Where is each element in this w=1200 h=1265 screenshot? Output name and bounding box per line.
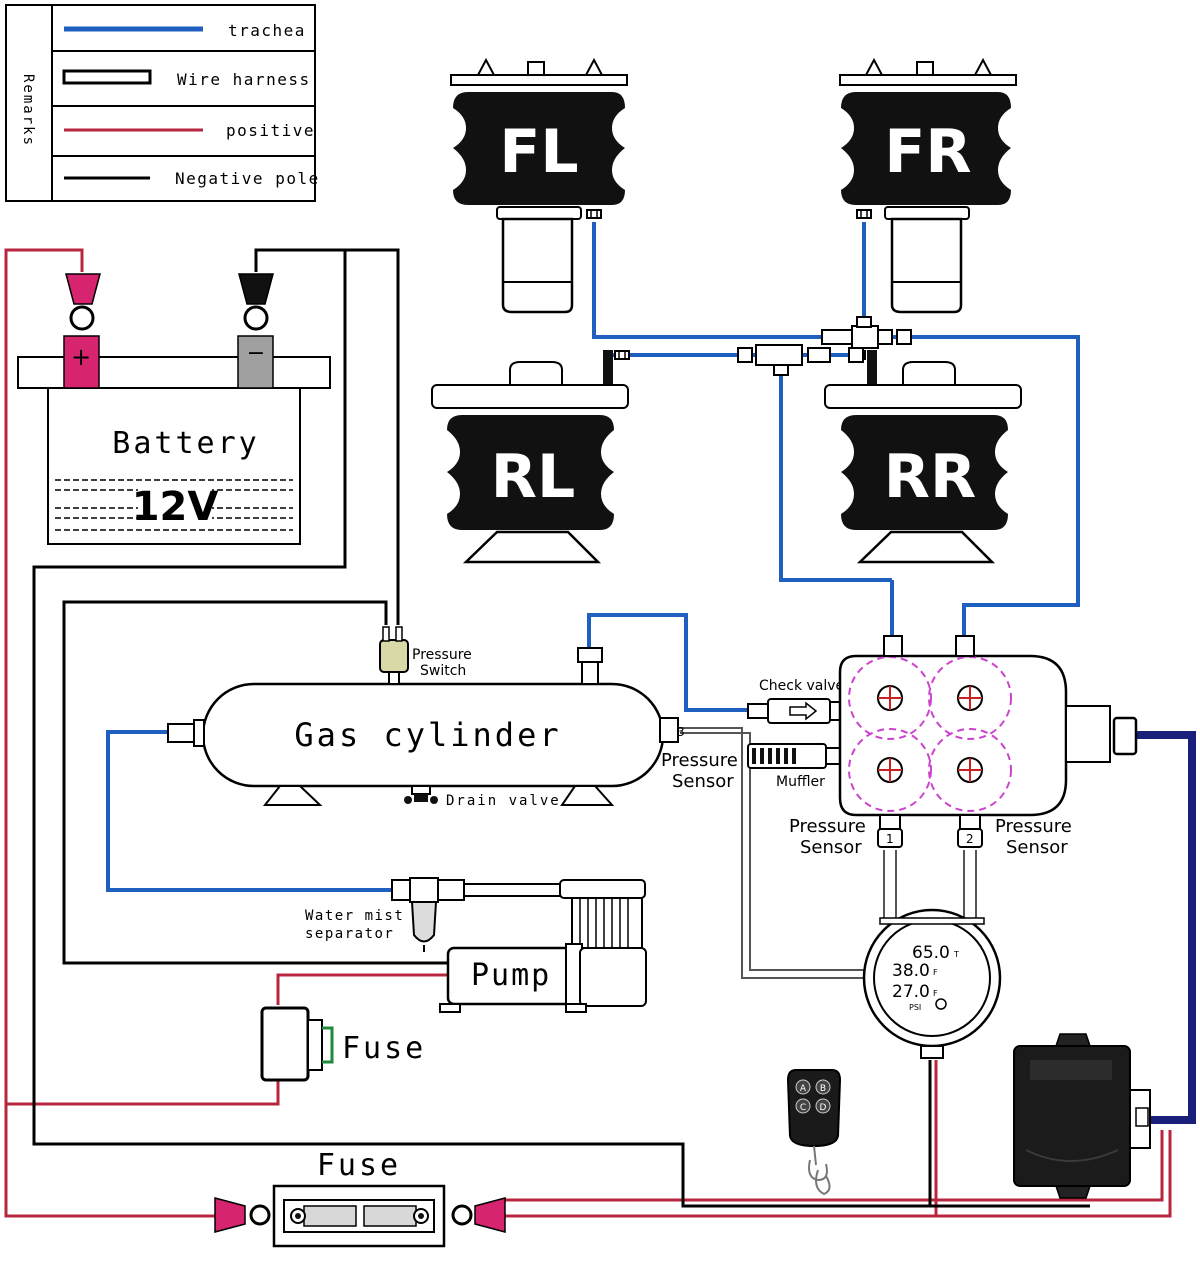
gauge-unit-1: T <box>953 950 959 959</box>
legend-wire-harness-label: Wire harness <box>177 70 311 89</box>
legend-negative-label: Negative pole <box>175 169 320 188</box>
muffler-label: Muffler <box>776 774 825 790</box>
legend: Remarks trachea Wire harness positive Ne… <box>5 4 320 202</box>
legend-trachea-label: trachea <box>228 21 306 40</box>
remote-d-label: D <box>820 1103 827 1113</box>
air-compressor: Pump <box>437 879 647 1013</box>
valve-manifold: 1 2 <box>838 635 1138 848</box>
gauge-value-3: 27.0 <box>892 982 930 1002</box>
air-lines <box>106 222 1080 892</box>
main-fuse: Fuse <box>272 1148 446 1248</box>
drain-valve-label: Drain valve <box>446 793 561 809</box>
pressure-sensor-2-label-2: Sensor <box>1006 837 1068 858</box>
water-mist-separator: Water mist separator <box>305 877 439 952</box>
pump-label: Pump <box>471 958 551 993</box>
water-mist-label-2: separator <box>305 926 394 942</box>
air-bag-front-right: FR <box>839 57 1017 314</box>
pressure-sensor-2-label-1: Pressure <box>995 816 1072 837</box>
battery-voltage: 12V <box>132 484 219 530</box>
check-valve: Check valve <box>747 678 844 724</box>
solenoid-valves <box>877 685 983 783</box>
gas-cylinder-label: Gas cylinder <box>294 716 561 754</box>
check-valve-label: Check valve <box>759 678 844 694</box>
remote-button-a <box>795 1079 811 1095</box>
fuse-terminal-left <box>214 1197 271 1233</box>
remote-button-d <box>815 1098 831 1114</box>
battery-positive-terminal <box>63 335 100 389</box>
legend-positive-label: positive <box>226 121 315 140</box>
air-tee-fittings <box>737 316 912 376</box>
pressure-switch-label-2: Switch <box>420 663 466 679</box>
manifold-port2: 2 <box>966 832 974 846</box>
manifold-port1: 1 <box>886 832 894 846</box>
sensor-harness-wires <box>672 727 977 979</box>
bag-rr-label: RR <box>884 442 976 512</box>
legend-wire-harness-swatch <box>62 69 152 85</box>
bag-rl-label: RL <box>491 442 575 512</box>
fuse-1-label: Fuse <box>342 1031 426 1066</box>
battery-negative-terminal <box>237 335 274 389</box>
battery-label: Battery <box>112 426 259 461</box>
key-fob-remote: A B C D <box>786 1069 842 1196</box>
pressure-switch-label-1: Pressure <box>412 647 472 663</box>
gauge-unit-3: F <box>933 989 938 998</box>
pressure-gauge: 65.0 T 38.0 F 27.0 F PSI <box>862 908 1002 1059</box>
pressure-sensor-1-label-2: Sensor <box>800 837 862 858</box>
air-bag-rear-right: RR <box>824 350 1022 564</box>
pressure-sensor-cylinder-label-2: Sensor <box>672 771 734 792</box>
remote-a-label: A <box>800 1084 807 1094</box>
muffler: Muffler <box>747 743 843 790</box>
fuse-2-label: Fuse <box>317 1148 401 1183</box>
remote-receiver-cable <box>1135 731 1196 1124</box>
remote-button-b <box>815 1079 831 1095</box>
bag-fl-label: FL <box>499 117 578 187</box>
negative-wires <box>32 248 1090 1208</box>
gauge-value-2: 38.0 <box>892 961 930 981</box>
remote-b-label: B <box>820 1084 826 1094</box>
remote-c-label: C <box>800 1103 806 1113</box>
air-bag-front-left: FL <box>450 57 628 314</box>
battery-plus-sign: + <box>71 343 91 371</box>
positive-wires <box>4 248 1172 1218</box>
water-mist-label-1: Water mist <box>305 908 404 924</box>
pressure-sensor-cylinder-label-1: Pressure <box>661 750 738 771</box>
fuse-terminal-right <box>451 1197 506 1233</box>
battery-minus-sign: − <box>247 341 265 366</box>
battery: + − Battery 12V <box>17 335 331 545</box>
gauge-value-1: 65.0 <box>912 943 950 963</box>
pressure-switch: Pressure Switch <box>379 626 472 685</box>
air-bag-rear-left: RL <box>431 350 630 564</box>
legend-side-label: Remarks <box>20 74 36 147</box>
gas-cylinder: Gas cylinder 3 Drain valve <box>167 647 685 809</box>
cylinder-port3: 3 <box>677 725 685 739</box>
gauge-psi-label: PSI <box>909 1003 921 1012</box>
gauge-unit-2: F <box>933 968 938 977</box>
control-module <box>1013 1033 1151 1199</box>
bag-fr-label: FR <box>884 117 971 187</box>
remote-button-c <box>795 1098 811 1114</box>
battery-positive-clamp <box>65 273 101 331</box>
pressure-sensor-1-label-1: Pressure <box>789 816 866 837</box>
inline-fuse: Fuse <box>260 1006 426 1082</box>
battery-negative-clamp <box>238 273 274 331</box>
